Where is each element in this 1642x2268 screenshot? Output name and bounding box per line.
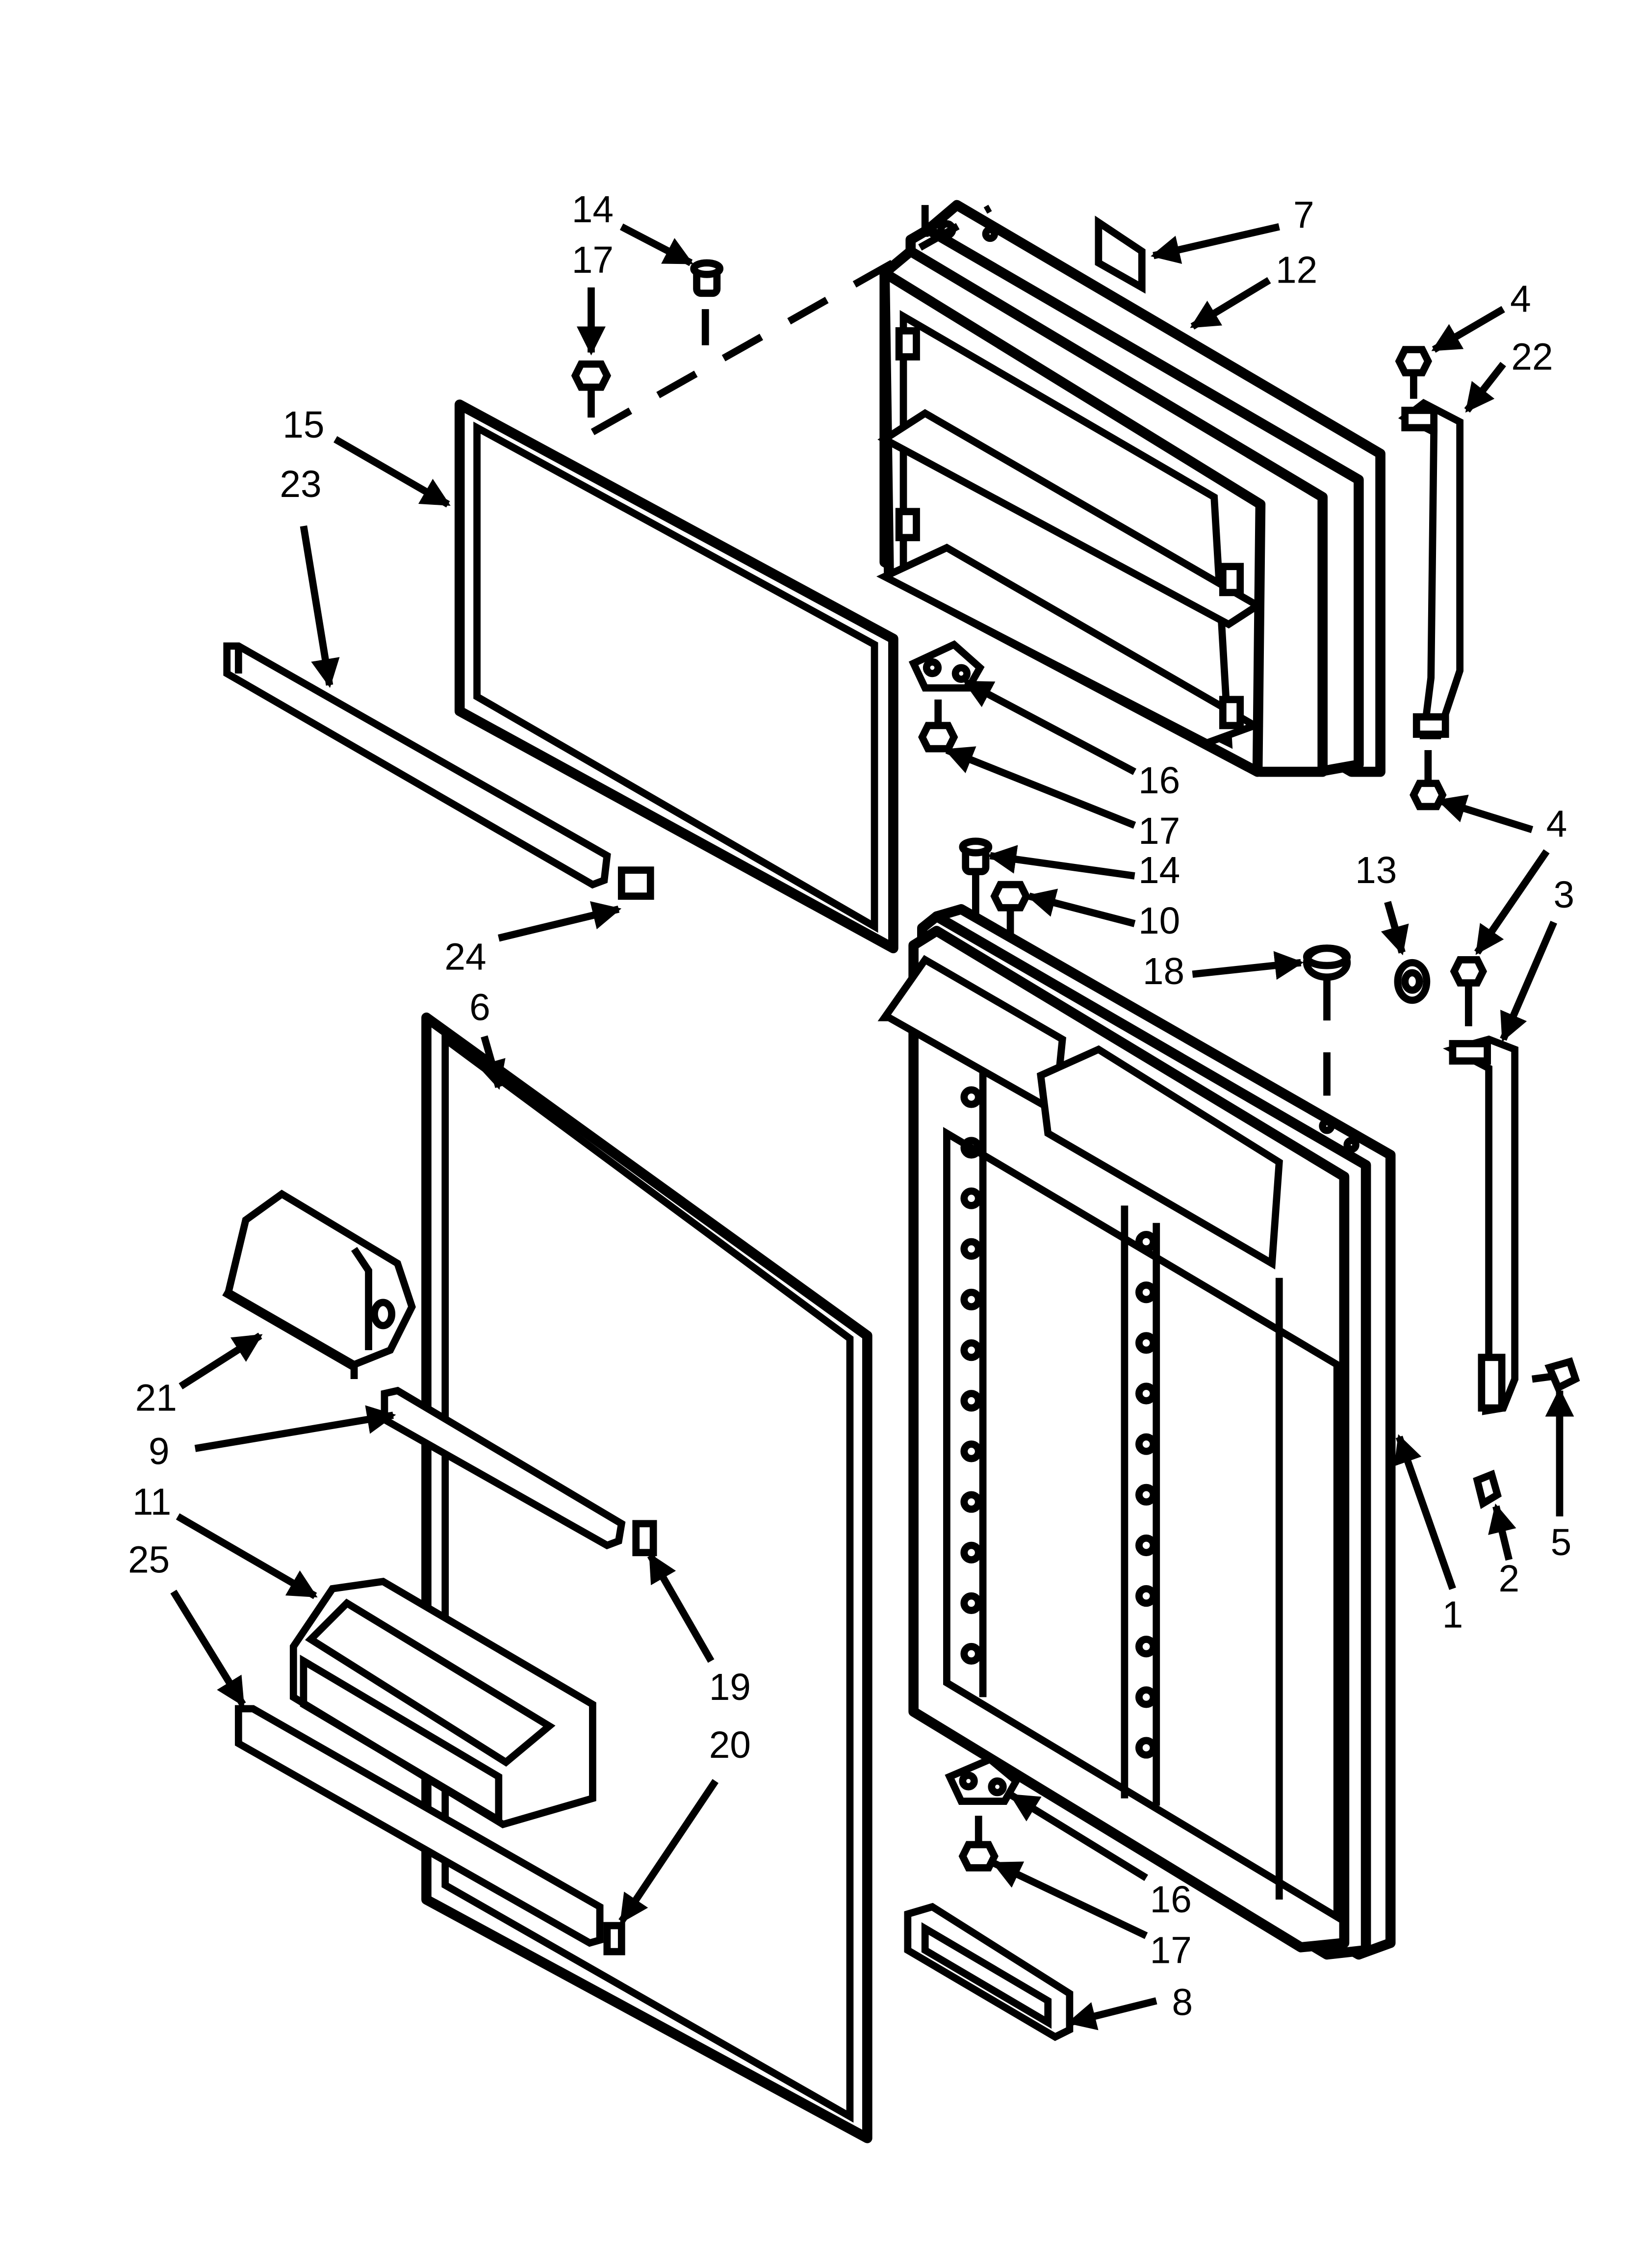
callout-14: 14 — [572, 189, 614, 231]
end-cap-icon — [617, 866, 654, 900]
assembly-dashed-line — [590, 205, 992, 436]
callout-17: 17 — [1150, 1929, 1192, 1971]
screw-icon — [1532, 1357, 1580, 1393]
callout-17: 17 — [1138, 810, 1180, 852]
fresh-food-handle — [1442, 1035, 1519, 1415]
callout-1: 1 — [1442, 1594, 1463, 1636]
screw-icon — [571, 360, 612, 418]
callout-24: 24 — [444, 937, 486, 978]
callout-15: 15 — [282, 404, 324, 446]
end-cap-icon — [603, 1922, 625, 1955]
screw-icon — [1410, 750, 1447, 810]
handle-clip-icon — [1473, 1469, 1502, 1509]
callout-18: 18 — [1143, 951, 1184, 992]
door-shelf-rail — [234, 1705, 604, 1947]
callout-6: 6 — [469, 987, 490, 1029]
callout-12: 12 — [1276, 250, 1317, 291]
callout-21: 21 — [135, 1377, 177, 1419]
callout-7: 7 — [1293, 195, 1314, 236]
freezer-door-gasket — [454, 399, 898, 954]
fresh-food-door-gasket — [421, 1012, 872, 2143]
screw-icon — [918, 699, 958, 753]
callout-2: 2 — [1499, 1558, 1520, 1600]
label-plate — [1095, 215, 1146, 294]
callout-16: 16 — [1150, 1879, 1192, 1921]
callout-labels: 14 17 7 12 4 22 15 23 16 17 4 14 10 13 3… — [128, 189, 1574, 2024]
plug-button-icon — [1303, 944, 1351, 981]
callout-11: 11 — [132, 1482, 172, 1523]
callout-20: 20 — [709, 1724, 751, 1766]
callout-17: 17 — [572, 239, 614, 281]
callout-22: 22 — [1511, 337, 1553, 378]
callout-19: 19 — [709, 1667, 751, 1708]
callout-10: 10 — [1138, 900, 1180, 942]
callout-9: 9 — [149, 1431, 170, 1473]
screw-icon — [990, 881, 1030, 938]
callout-4: 4 — [1510, 279, 1531, 320]
hinge-bracket-icon — [908, 640, 985, 692]
leader-lines — [170, 223, 1574, 2031]
hinge-bracket-icon — [945, 1755, 1021, 1805]
screw-icon — [958, 1816, 999, 1872]
callout-8: 8 — [1172, 1981, 1193, 2023]
freezer-handle — [1398, 398, 1464, 739]
callout-25: 25 — [128, 1539, 170, 1581]
hole-cap-icon — [1394, 959, 1431, 1004]
freezer-shelf-trim — [223, 642, 611, 889]
freezer-door-liner — [876, 200, 1385, 777]
callout-5: 5 — [1551, 1522, 1572, 1564]
shelf-stud-column-left — [960, 1086, 982, 1665]
shelf-stud-column-right — [1135, 1230, 1157, 1759]
end-cap-icon — [632, 1520, 657, 1557]
callout-4: 4 — [1546, 803, 1567, 845]
door-bin — [289, 1577, 596, 1828]
screw-icon — [1450, 956, 1488, 1040]
hinge-cover — [904, 1903, 1074, 2041]
hinge-pin-icon — [690, 259, 724, 297]
callout-14: 14 — [1138, 850, 1180, 891]
callout-13: 13 — [1355, 850, 1397, 891]
callout-3: 3 — [1554, 874, 1575, 916]
callout-23: 23 — [280, 464, 321, 505]
callout-16: 16 — [1138, 760, 1180, 802]
screw-icon — [1395, 346, 1433, 399]
dairy-door-cover — [222, 1189, 416, 1380]
